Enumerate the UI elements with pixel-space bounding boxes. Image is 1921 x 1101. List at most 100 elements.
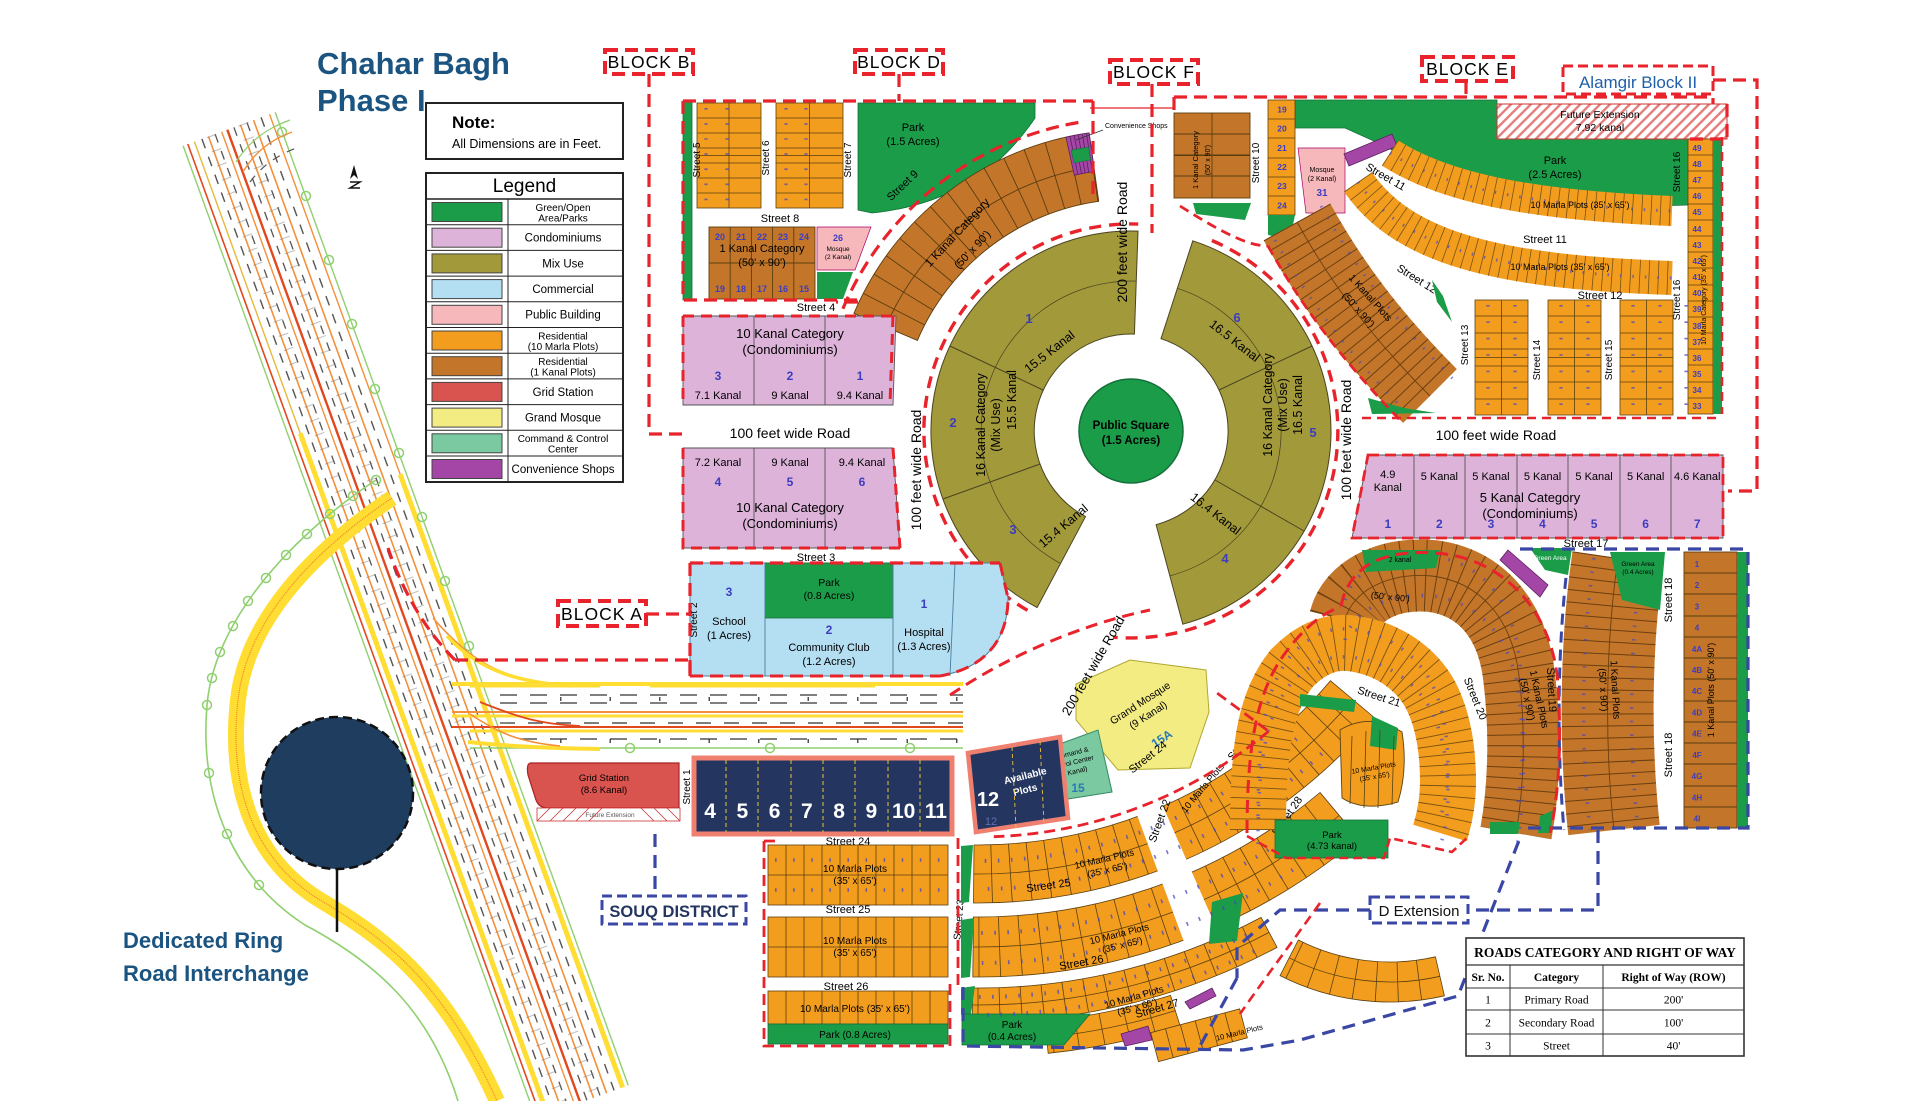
svg-text:Community Club: Community Club <box>788 642 869 654</box>
svg-text:6: 6 <box>859 475 866 489</box>
svg-text:(2 Kanal): (2 Kanal) <box>1308 176 1336 183</box>
svg-text:4I: 4I <box>1694 815 1701 824</box>
svg-text:10: 10 <box>892 800 915 823</box>
svg-text:(1.3 Acres): (1.3 Acres) <box>897 641 950 653</box>
svg-text:3: 3 <box>1009 522 1016 537</box>
svg-text:15: 15 <box>1071 781 1085 795</box>
svg-text:Street 13: Street 13 <box>1460 324 1471 365</box>
svg-text:Street 6: Street 6 <box>761 140 772 175</box>
svg-text:Residential: Residential <box>538 357 587 368</box>
svg-text:BLOCK A: BLOCK A <box>561 604 643 624</box>
svg-text:9.4 Kanal: 9.4 Kanal <box>839 457 885 469</box>
svg-text:Street 7: Street 7 <box>843 142 854 177</box>
svg-text:35: 35 <box>1693 370 1702 379</box>
svg-text:Park (0.8 Acres): Park (0.8 Acres) <box>819 1030 891 1041</box>
svg-text:(50' x 90'): (50' x 90') <box>1596 668 1609 712</box>
svg-text:Street 10: Street 10 <box>1251 142 1262 183</box>
svg-text:Condominiums: Condominiums <box>525 233 602 245</box>
svg-text:Grid Station: Grid Station <box>579 773 629 784</box>
svg-text:2: 2 <box>1436 517 1443 531</box>
svg-text:1: 1 <box>921 597 928 611</box>
svg-text:4: 4 <box>1221 551 1229 566</box>
svg-text:1: 1 <box>1025 311 1032 326</box>
svg-text:Street 14: Street 14 <box>1532 339 1543 380</box>
svg-text:48: 48 <box>1693 160 1702 169</box>
svg-text:40': 40' <box>1667 1040 1681 1052</box>
svg-text:5: 5 <box>1591 517 1598 531</box>
svg-text:4H: 4H <box>1692 793 1702 802</box>
svg-text:Street 3: Street 3 <box>797 552 836 564</box>
svg-text:4: 4 <box>1539 517 1546 531</box>
svg-text:Street 18: Street 18 <box>1663 733 1675 778</box>
svg-text:(Mix Use): (Mix Use) <box>1276 378 1290 431</box>
svg-text:5: 5 <box>1309 425 1316 440</box>
svg-text:Street 25: Street 25 <box>826 904 871 916</box>
svg-text:(50' x 90'): (50' x 90') <box>1370 590 1410 604</box>
svg-text:(2 Kanal): (2 Kanal) <box>825 254 851 261</box>
svg-text:1 Kanal Category: 1 Kanal Category <box>1191 131 1200 189</box>
svg-text:5 Kanal: 5 Kanal <box>1575 471 1612 483</box>
svg-text:36: 36 <box>1693 354 1702 363</box>
svg-text:2: 2 <box>826 623 833 637</box>
svg-text:45: 45 <box>1693 208 1702 217</box>
svg-text:22: 22 <box>757 232 767 242</box>
svg-text:Street 16: Street 16 <box>1672 151 1683 192</box>
svg-text:2 kanal: 2 kanal <box>1389 557 1412 564</box>
svg-text:(0.4 Acres): (0.4 Acres) <box>988 1032 1036 1043</box>
svg-text:7.1 Kanal: 7.1 Kanal <box>695 390 741 402</box>
svg-text:(0.4 Acres): (0.4 Acres) <box>1622 569 1653 576</box>
svg-text:21: 21 <box>736 232 746 242</box>
svg-text:BLOCK D: BLOCK D <box>857 52 941 72</box>
svg-text:Street 15: Street 15 <box>1604 339 1615 380</box>
svg-text:17: 17 <box>757 284 767 294</box>
svg-text:19: 19 <box>715 284 725 294</box>
svg-text:(8.6 Kanal): (8.6 Kanal) <box>581 785 627 796</box>
svg-text:200': 200' <box>1664 995 1683 1007</box>
svg-text:15: 15 <box>799 284 809 294</box>
svg-text:Kanal: Kanal <box>1374 482 1402 494</box>
svg-text:5 Kanal: 5 Kanal <box>1421 471 1458 483</box>
svg-text:38: 38 <box>1693 322 1702 331</box>
svg-text:100': 100' <box>1664 1018 1683 1030</box>
svg-text:(2.5 Acres): (2.5 Acres) <box>1528 169 1581 181</box>
svg-text:Street 17: Street 17 <box>1564 538 1609 550</box>
svg-text:Primary Road: Primary Road <box>1524 995 1588 1007</box>
svg-text:5: 5 <box>737 800 749 823</box>
svg-text:Street 11: Street 11 <box>1523 234 1567 246</box>
svg-text:2: 2 <box>1485 1018 1491 1030</box>
svg-text:3: 3 <box>1485 1040 1491 1052</box>
svg-text:2: 2 <box>787 369 794 383</box>
svg-text:Future Extension: Future Extension <box>585 812 635 819</box>
svg-text:Dedicated Ring: Dedicated Ring <box>123 928 283 953</box>
svg-text:10 Marla Plots (35' x 65'): 10 Marla Plots (35' x 65') <box>1531 200 1630 210</box>
svg-text:Legend: Legend <box>493 176 556 197</box>
svg-text:ROADS CATEGORY AND RIGHT OF WA: ROADS CATEGORY AND RIGHT OF WAY <box>1474 945 1736 960</box>
svg-text:100 feet wide Road: 100 feet wide Road <box>730 425 851 441</box>
svg-text:Street 18: Street 18 <box>1663 578 1675 623</box>
svg-text:7.2 Kanal: 7.2 Kanal <box>695 457 741 469</box>
svg-text:12: 12 <box>985 816 997 828</box>
svg-text:Grid Station: Grid Station <box>533 387 594 399</box>
svg-text:21: 21 <box>1277 143 1287 153</box>
svg-text:9: 9 <box>866 800 878 823</box>
svg-text:10 Marla Plots: 10 Marla Plots <box>823 936 887 947</box>
svg-text:School: School <box>712 616 746 628</box>
svg-text:4E: 4E <box>1692 730 1702 739</box>
svg-text:19: 19 <box>1277 104 1287 114</box>
svg-text:9.4 Kanal: 9.4 Kanal <box>837 390 883 402</box>
svg-text:5 Kanal: 5 Kanal <box>1524 471 1561 483</box>
svg-text:23: 23 <box>778 232 788 242</box>
svg-text:33: 33 <box>1693 402 1702 411</box>
svg-text:15.5 Kanal: 15.5 Kanal <box>1005 370 1019 430</box>
svg-text:26: 26 <box>833 233 843 243</box>
svg-text:46: 46 <box>1693 192 1702 201</box>
svg-text:10 Marla Plots (35' x 65'): 10 Marla Plots (35' x 65') <box>1511 262 1610 272</box>
svg-text:Category: Category <box>1534 972 1580 984</box>
svg-text:(Condominiums): (Condominiums) <box>742 516 837 531</box>
svg-text:39: 39 <box>1693 305 1702 314</box>
svg-text:43: 43 <box>1693 241 1702 250</box>
svg-text:Residential: Residential <box>538 331 587 342</box>
svg-text:Area/Parks: Area/Parks <box>538 213 587 224</box>
svg-text:Street 2: Street 2 <box>689 602 700 637</box>
svg-text:6: 6 <box>1642 517 1649 531</box>
